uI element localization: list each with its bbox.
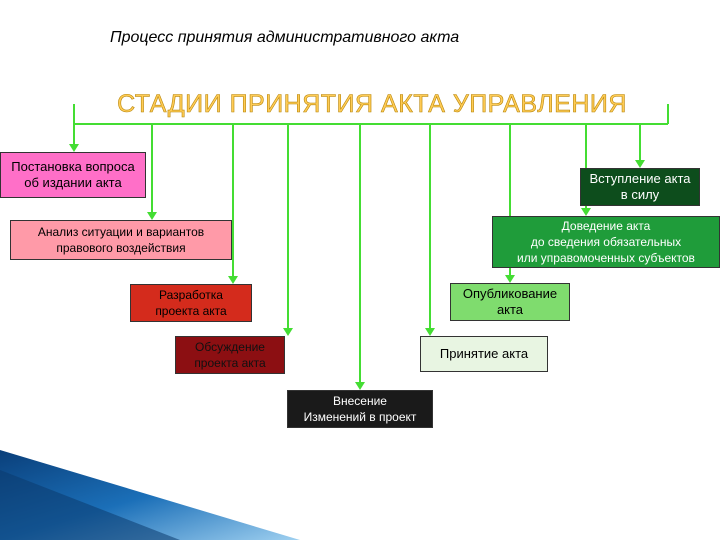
stage-analysis-box: Анализ ситуации и вариантов правового во…: [10, 220, 232, 260]
arrowhead-adopt: [425, 328, 435, 336]
arrowhead-question: [69, 144, 79, 152]
arrowhead-draft: [228, 276, 238, 284]
stage-discussion-label: Обсуждение проекта акта: [194, 340, 266, 370]
corner-decoration: [0, 450, 300, 540]
arrowhead-effect: [635, 160, 645, 168]
stage-amend-box: Внесение Изменений в проект: [287, 390, 433, 428]
stage-discussion-box: Обсуждение проекта акта: [175, 336, 285, 374]
stage-effect-box: Вступление акта в силу: [580, 168, 700, 206]
arrowhead-amend: [355, 382, 365, 390]
stage-notify-label: Доведение акта до сведения обязательных …: [517, 219, 695, 265]
arrowhead-notify: [581, 208, 591, 216]
page-title: Процесс принятия административного акта: [110, 29, 460, 46]
stage-analysis-label: Анализ ситуации и вариантов правового во…: [37, 225, 205, 255]
stage-question-label: Постановка вопроса об издании акта: [11, 159, 135, 190]
stage-notify-box: Доведение акта до сведения обязательных …: [492, 216, 720, 268]
stages-banner: СТАДИИ ПРИНЯТИЯ АКТА УПРАВЛЕНИЯ: [76, 86, 668, 122]
stages-banner-label: СТАДИИ ПРИНЯТИЯ АКТА УПРАВЛЕНИЯ: [117, 89, 627, 118]
stage-draft-box: Разработка проекта акта: [130, 284, 252, 322]
stage-question-box: Постановка вопроса об издании акта: [0, 152, 146, 198]
stage-effect-label: Вступление акта в силу: [589, 171, 691, 202]
arrowhead-publish: [505, 275, 515, 283]
arrowhead-discussion: [283, 328, 293, 336]
stage-draft-label: Разработка проекта акта: [155, 288, 227, 318]
stage-amend-label: Внесение Изменений в проект: [303, 394, 417, 424]
stage-publish-label: Опубликование акта: [462, 286, 558, 317]
corner-highlight: [0, 470, 180, 540]
stage-adopt-box: Принятие акта: [420, 336, 548, 372]
stage-adopt-label: Принятие акта: [439, 346, 529, 361]
arrowhead-analysis: [147, 212, 157, 220]
stage-publish-box: Опубликование акта: [450, 283, 570, 321]
